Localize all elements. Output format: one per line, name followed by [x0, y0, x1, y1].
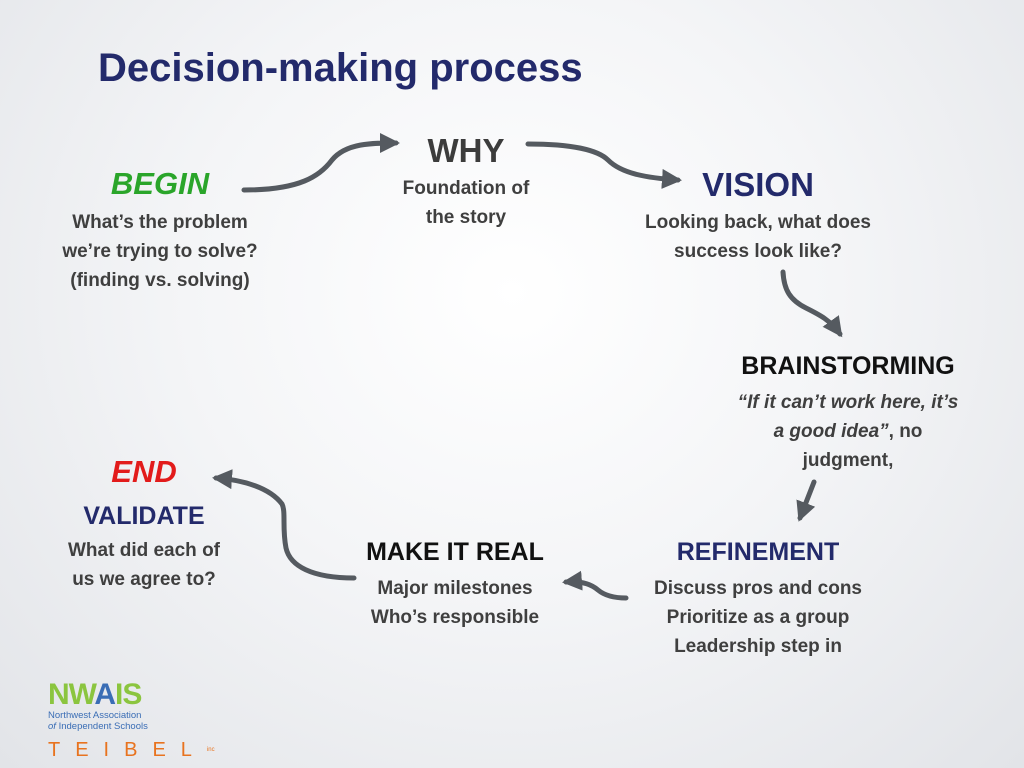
refinement-description: Discuss pros and cons Prioritize as a gr…: [628, 574, 888, 661]
brainstorming-description: “If it can’t work here, it’s a good idea…: [708, 388, 988, 475]
brainstorming-line: a good idea”, no: [708, 417, 988, 446]
vision-line: success look like?: [674, 241, 842, 262]
refinement-line: Prioritize as a group: [666, 607, 850, 628]
brainstorming-line: “If it can’t work here, it’s: [737, 392, 959, 413]
arrow-why-to-vision: [525, 141, 682, 189]
page-title: Decision-making process: [98, 46, 583, 90]
nwais-logo: NWAIS Northwest Association of Independe…: [48, 680, 148, 733]
teibel-logo: TEIBELinc: [48, 738, 215, 762]
why-description: Foundation of the story: [366, 174, 566, 232]
nwais-wordmark: NWAIS: [48, 680, 148, 710]
nwais-wordmark-mid: A: [94, 678, 116, 711]
brainstorming-line-rest: , no: [888, 421, 923, 442]
refinement-line: Leadership step in: [674, 636, 842, 657]
arrow-vision-to-brainstorming: [780, 269, 843, 338]
end-heading: END: [111, 454, 177, 489]
vision-heading: VISION: [702, 166, 814, 203]
nwais-wordmark-right: IS: [115, 678, 142, 711]
begin-heading: BEGIN: [110, 166, 210, 201]
nwais-subtitle-line: of Independent Schools: [48, 721, 148, 732]
arrow-brainstorming-to-refinement: [796, 479, 817, 522]
why-line: Foundation of: [402, 178, 530, 199]
begin-description: What’s the problem we’re trying to solve…: [40, 208, 280, 295]
arrow-refinement-to-makeitreal: [562, 570, 629, 601]
brainstorming-line: judgment,: [802, 450, 894, 471]
end-line: What did each of: [68, 540, 220, 561]
begin-line: What’s the problem: [72, 212, 248, 233]
refinement-heading: REFINEMENT: [676, 538, 840, 566]
nwais-subtitle-line: Northwest Association: [48, 710, 142, 721]
arrow-makeitreal-to-end: [212, 469, 357, 581]
nwais-wordmark-left: NW: [48, 678, 95, 711]
validate-heading: VALIDATE: [83, 502, 205, 530]
teibel-wordmark: TEIBEL: [48, 739, 207, 761]
why-heading: WHY: [427, 132, 505, 169]
begin-line: (finding vs. solving): [70, 270, 250, 291]
make-it-real-line: Who’s responsible: [370, 607, 540, 628]
arrow-begin-to-why: [241, 133, 400, 193]
make-it-real-description: Major milestones Who’s responsible: [340, 574, 570, 632]
end-description: What did each of us we agree to?: [44, 536, 244, 594]
brainstorming-heading: BRAINSTORMING: [741, 352, 955, 380]
vision-description: Looking back, what does success look lik…: [618, 208, 898, 266]
make-it-real-line: Major milestones: [377, 578, 533, 599]
nwais-subtitle-rest: Independent Schools: [55, 721, 148, 732]
refinement-line: Discuss pros and cons: [653, 578, 862, 599]
teibel-inc-mark: inc: [206, 747, 215, 753]
end-line: us we agree to?: [72, 569, 216, 590]
brainstorming-quote-end: a good idea”: [773, 421, 889, 442]
nwais-subtitle-italic: of: [48, 721, 56, 732]
make-it-real-heading: MAKE IT REAL: [366, 538, 544, 566]
begin-line: we’re trying to solve?: [62, 241, 258, 262]
why-line: the story: [425, 207, 507, 228]
vision-line: Looking back, what does: [645, 212, 871, 233]
